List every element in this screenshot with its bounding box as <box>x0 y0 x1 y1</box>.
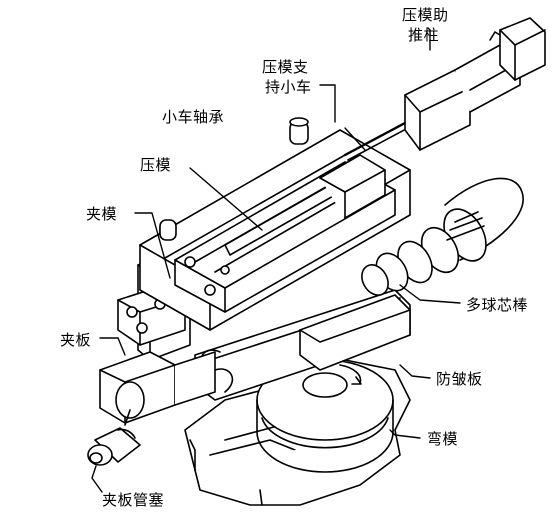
pressure-die <box>174 154 396 313</box>
label-wiper-die: 防皱板 <box>436 370 483 388</box>
wiper-die <box>299 294 411 371</box>
label-pressure-die-booster-line2: 推柱 <box>408 26 440 44</box>
carriage-bearings <box>159 117 309 241</box>
label-clamp-plate: 夹板 <box>60 331 92 349</box>
label-multi-ball-mandrel: 多球芯棒 <box>466 296 529 314</box>
label-pressure-die-carriage-line2: 持小车 <box>265 78 312 96</box>
bend-die <box>256 359 394 473</box>
label-bend-die: 弯模 <box>427 430 459 448</box>
label-pressure-die: 压模 <box>140 156 172 174</box>
label-pressure-die-booster-line1: 压模助 <box>402 6 449 24</box>
label-carriage-bearing: 小车轴承 <box>162 108 225 126</box>
multi-ball-mandrel <box>361 177 524 296</box>
label-clamp-die: 夹模 <box>86 205 118 223</box>
leader-lines <box>91 27 461 493</box>
label-clamp-plate-plug: 夹板管塞 <box>102 491 165 509</box>
clamp-plate-plug <box>87 409 141 466</box>
label-pressure-die-carriage-line1: 压模支 <box>262 58 309 76</box>
booster-cylinder <box>343 17 546 161</box>
